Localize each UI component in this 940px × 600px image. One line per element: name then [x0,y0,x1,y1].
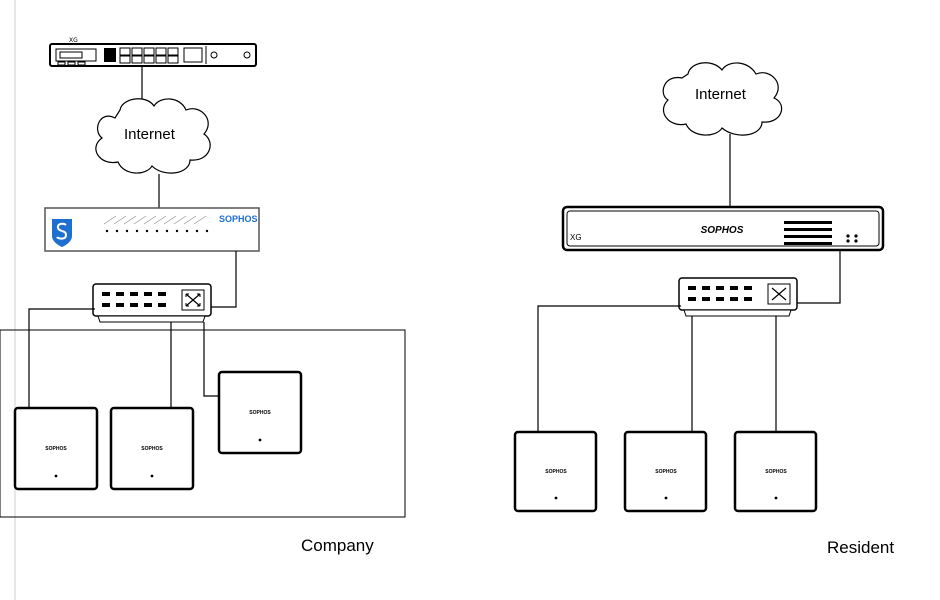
resident-access-point-1: SOPHOS [513,430,598,513]
resident-internet-label: Internet [695,86,746,103]
resident-site-label: Resident [827,538,895,557]
company-firewall-model: XG [69,37,78,44]
ap-brand-label: SOPHOS [141,446,163,452]
company-sophos-appliance: SOPHOS [44,207,260,252]
ap-brand-label: SOPHOS [655,469,677,475]
company-internet-cloud [95,98,211,174]
company-internet-label: Internet [124,126,175,143]
sophos-shield-icon [52,219,72,247]
resident-network-switch [678,277,798,317]
resident-firewall-brand: SOPHOS [701,225,744,236]
resident-firewall-model: XG [570,233,582,242]
link-company-appliance-switch [210,251,237,308]
company-access-point-1: SOPHOS [13,406,99,491]
ap-brand-label: SOPHOS [545,469,567,475]
ap-brand-label: SOPHOS [765,469,787,475]
company-site-boundary [0,329,406,518]
company-site-label: Company [301,536,374,555]
company-access-point-2: SOPHOS [109,406,195,491]
link-resident-switch-ap1 [537,305,681,434]
company-access-point-3: SOPHOS [217,370,303,455]
link-company-switch-ap1 [28,308,95,410]
link-resident-firewall-switch [797,250,841,304]
ap-brand-label: SOPHOS [249,410,271,416]
resident-access-point-3: SOPHOS [733,430,818,513]
resident-sophos-firewall: SOPHOS XG [561,205,885,252]
ap-brand-label: SOPHOS [45,446,67,452]
link-company-switch-ap3 [203,322,221,397]
company-appliance-brand: SOPHOS [219,214,258,224]
resident-internet-cloud [662,62,783,136]
resident-access-point-2: SOPHOS [623,430,708,513]
company-rack-firewall: XG [49,37,257,67]
company-network-switch [92,283,212,323]
